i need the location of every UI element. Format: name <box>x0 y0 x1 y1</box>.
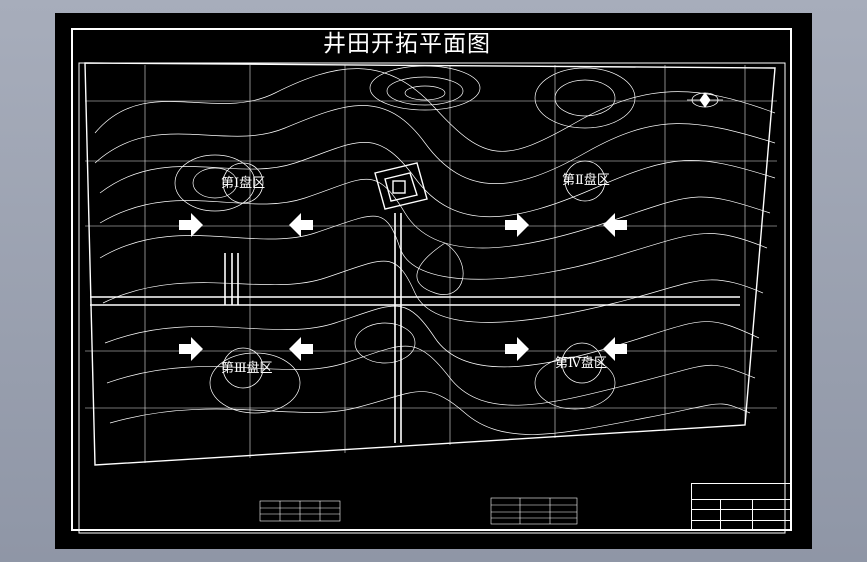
mine-plan-map <box>78 62 786 534</box>
panel-label-iv: 第Ⅳ盘区 <box>555 356 607 371</box>
direction-arrow-icon <box>289 337 313 361</box>
direction-arrow-icon <box>603 337 627 361</box>
panel-circles <box>222 160 606 389</box>
panel-label-iii: 第Ⅲ盘区 <box>221 361 273 376</box>
contour-lines <box>94 65 776 435</box>
direction-arrow-icon <box>179 337 203 361</box>
drawing-title: 井田开拓平面图 <box>323 31 491 57</box>
legend-table-left <box>259 500 341 522</box>
panel-label-ii: 第Ⅱ盘区 <box>562 173 610 188</box>
advance-arrows <box>179 213 627 361</box>
main-roadways <box>90 213 740 443</box>
mine-boundary <box>84 62 776 466</box>
shaft-industrial-square <box>374 162 428 210</box>
direction-arrow-icon <box>505 213 529 237</box>
legend-table-right <box>490 497 578 525</box>
north-arrow-icon <box>687 92 723 108</box>
panel-label-i: 第Ⅰ盘区 <box>221 176 266 191</box>
direction-arrow-icon <box>289 213 313 237</box>
coordinate-grid <box>85 65 777 463</box>
direction-arrow-icon <box>505 337 529 361</box>
cad-drawing-canvas[interactable]: 井田开拓平面图 <box>55 13 812 549</box>
direction-arrow-icon <box>179 213 203 237</box>
direction-arrow-icon <box>603 213 627 237</box>
drawing-border <box>71 28 792 531</box>
title-block <box>691 483 791 531</box>
inner-frame-line <box>78 62 786 534</box>
